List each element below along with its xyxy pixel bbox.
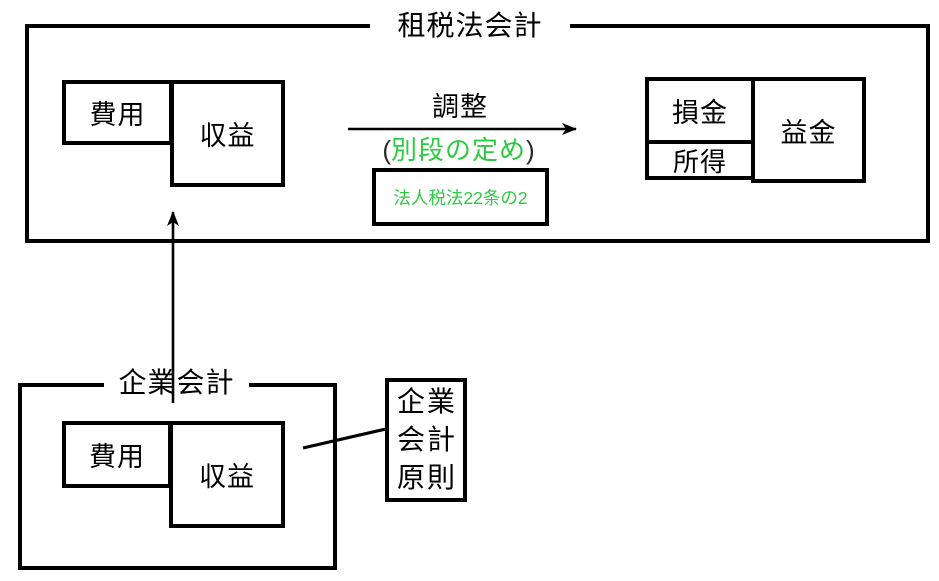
corporate-expense-box: 費用 [62, 421, 172, 488]
accounting-principles-box: 企業 会計 原則 [385, 378, 467, 502]
adjustment-label: 調整 [432, 92, 488, 122]
deductible-label: 損金 [672, 98, 728, 128]
corporate-revenue-label: 収益 [199, 462, 255, 492]
gross-profit-label: 益金 [780, 117, 837, 148]
law-reference-box: 法人税法22条の2 [372, 168, 549, 226]
income-label: 所得 [672, 146, 727, 177]
tax-expense-label: 費用 [89, 100, 146, 130]
gross-profit-box: 益金 [751, 77, 866, 183]
tax-accounting-title: 租税法会計 [370, 10, 570, 42]
deductible-box: 損金 [645, 77, 755, 144]
corporate-expense-label: 費用 [89, 442, 145, 472]
tax-revenue-box: 収益 [170, 80, 285, 187]
principles-line-3: 原則 [396, 462, 457, 493]
note-open-paren: ( [382, 135, 391, 165]
corporate-accounting-title: 企業会計 [104, 367, 249, 399]
income-box: 所得 [645, 140, 755, 180]
note-text: 別段の定め [390, 135, 526, 165]
note-close-paren: ) [526, 135, 535, 165]
tax-revenue-label: 収益 [199, 121, 256, 151]
corporate-revenue-box: 収益 [169, 421, 285, 528]
special-provision-note: (別段の定め) [356, 136, 561, 165]
principles-line-2: 会計 [396, 424, 457, 455]
principles-line-1: 企業 [396, 386, 457, 417]
tax-expense-box: 費用 [62, 80, 173, 145]
law-reference-label: 法人税法22条の2 [393, 187, 528, 208]
